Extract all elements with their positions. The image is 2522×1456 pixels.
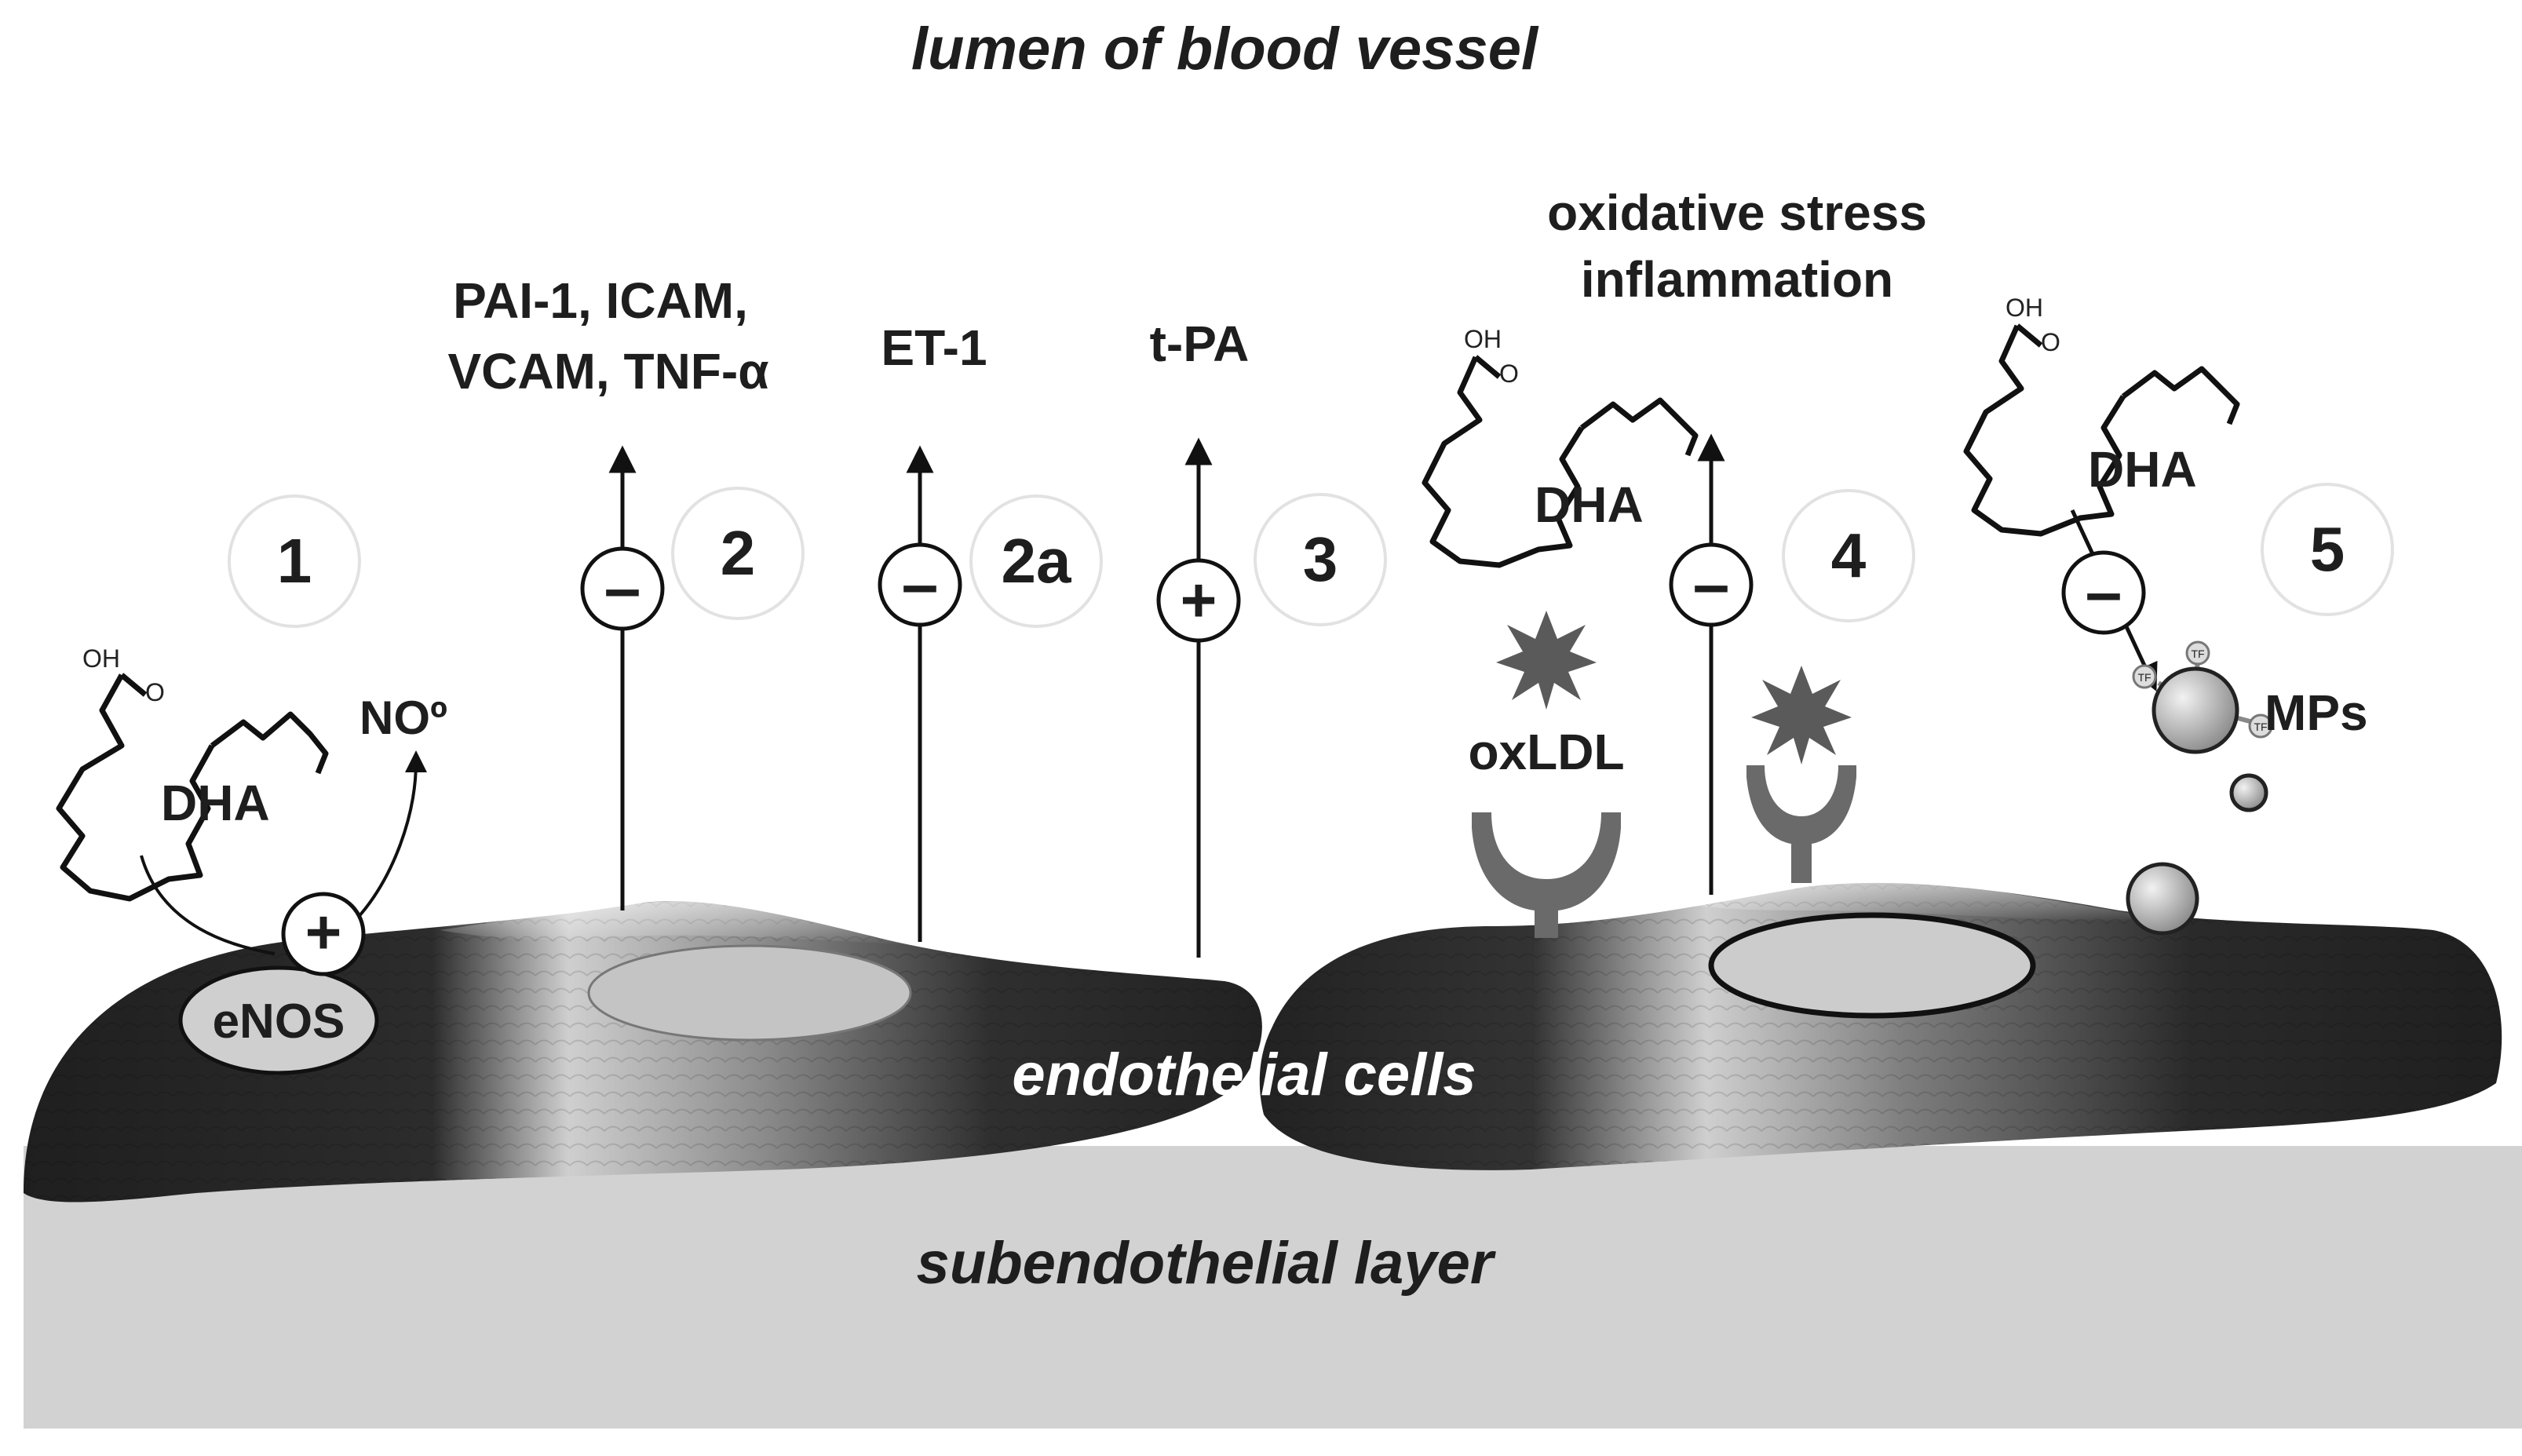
step-circle-1 [228,494,361,628]
step-circle-2a [969,494,1103,628]
microparticle-large [2152,666,2239,754]
dha-molecule-1: OH O [56,644,329,902]
svg-text:–: – [902,547,939,621]
svg-text:O: O [145,678,165,706]
plus-sign-3 [1156,558,1241,643]
oxldl-particle-free [1496,611,1597,710]
svg-text:–: – [1693,547,1730,621]
stress-label-line2: inflammation [1581,251,1893,308]
oxldl-particle-bound [1751,666,1852,764]
stress-label-line1: oxidative stress [1547,184,1927,241]
dha-label-4: DHA [1535,476,1644,533]
minus-sign-5 [2061,550,2146,635]
tpa-label: t-PA [1150,316,1250,372]
arrow-enos-to-no [356,750,427,920]
svg-text:O: O [2041,328,2060,356]
receptor-left [1472,812,1621,938]
tf-label-left: TF [2137,671,2151,684]
subendothelial-layer [24,1146,2522,1429]
microparticle-cluster: TF TF TF [2132,640,2273,812]
step-circle-4 [1782,489,1915,622]
step-circle-3 [1254,493,1387,626]
svg-text:OH: OH [82,644,120,673]
svg-text:–: – [604,551,641,625]
pai-label-line1: PAI-1, ICAM, [453,272,748,329]
minus-sign-2a [878,542,962,627]
dha-molecule-5: OH O [1963,294,2240,537]
microparticle-on-cell [2126,862,2199,936]
svg-text:–: – [2086,555,2122,629]
svg-text:+: + [305,897,342,967]
enos-ellipse [178,965,379,1075]
step-label-5: 5 [2310,514,2345,584]
et1-label: ET-1 [881,319,987,376]
svg-text:O: O [1499,359,1519,388]
nucleus-right [1708,912,2036,1019]
receptor-right [1746,765,1856,883]
endothelial-cells-label: endothelial cells [1012,1042,1476,1108]
dha-label-5: DHA [2088,441,2197,498]
plus-sign-1 [281,892,366,976]
step-label-2a: 2a [1002,526,1071,596]
step-label-1: 1 [277,526,312,596]
lumen-label: lumen of blood vessel [911,16,1539,82]
subendothelial-layer-label: subendothelial layer [917,1230,1497,1297]
tf-label-right: TF [2254,721,2267,733]
minus-sign-4 [1669,542,1754,627]
oxldl-label: oxLDL [1468,724,1624,780]
step-label-4: 4 [1831,520,1867,590]
no-label: NOº [360,692,447,744]
nucleus-left [587,944,912,1042]
mps-label: MPs [2265,684,2368,741]
step-circle-5 [2261,483,2394,616]
arrow-dha-to-enos [140,855,276,955]
tf-label-top: TF [2191,648,2204,660]
dha-molecule-4: OH O [1422,325,1699,568]
dha-label-1: DHA [161,775,270,831]
svg-text:OH: OH [2006,294,2043,322]
step-label-2: 2 [721,518,756,588]
enos-label: eNOS [213,994,345,1049]
step-numbers: 1 2 2a 3 4 5 [228,483,2394,628]
minus-sign-2 [580,546,665,631]
step-label-3: 3 [1303,524,1338,594]
svg-text:+: + [1181,565,1217,635]
svg-text:OH: OH [1464,325,1502,353]
step-circle-2 [671,487,805,620]
microparticle-small [2229,773,2268,812]
pai-label-line2: VCAM, TNF-α [447,343,768,400]
